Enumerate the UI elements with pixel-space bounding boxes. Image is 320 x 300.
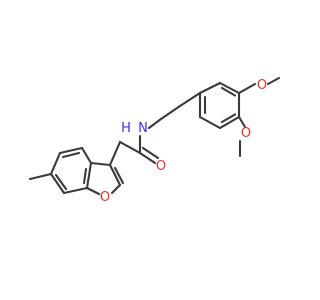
bond	[82, 167, 88, 185]
bond	[61, 151, 81, 159]
bond	[49, 151, 62, 176]
bond	[85, 186, 101, 196]
bond	[89, 161, 112, 167]
bond-layer	[28, 76, 281, 196]
bond	[159, 104, 182, 121]
bond	[147, 117, 163, 130]
bond	[28, 172, 53, 181]
bond	[113, 166, 125, 185]
bond	[58, 146, 84, 155]
bond	[141, 146, 160, 160]
amide-nitrogen-label: N	[138, 121, 148, 136]
methoxy-oxygen-label: O	[241, 126, 251, 141]
bond	[218, 115, 241, 130]
chemical-structure-diagram: O O H N O O	[28, 76, 281, 205]
bond	[237, 115, 247, 129]
bond	[108, 140, 122, 167]
bond	[62, 186, 89, 195]
bond	[198, 81, 222, 95]
bond	[266, 76, 281, 86]
amide-hydrogen-label: H	[121, 121, 131, 136]
bond	[220, 86, 237, 97]
bond	[110, 183, 122, 195]
methoxy-oxygen-label: O	[257, 78, 267, 93]
bond	[198, 115, 222, 130]
bond	[220, 113, 237, 124]
bond	[178, 91, 202, 108]
bond	[218, 81, 241, 95]
structure-canvas: O O H N O O	[28, 76, 281, 205]
bond	[237, 82, 257, 95]
bond	[138, 151, 157, 165]
bond	[85, 161, 93, 190]
bond	[118, 140, 142, 155]
atom-label-layer: O O H N O O	[100, 78, 267, 205]
furan-oxygen-label: O	[100, 190, 110, 205]
bond	[49, 172, 66, 195]
bond	[108, 163, 122, 187]
bond	[80, 146, 93, 165]
carbonyl-oxygen-label: O	[156, 159, 166, 174]
bond	[54, 173, 68, 191]
